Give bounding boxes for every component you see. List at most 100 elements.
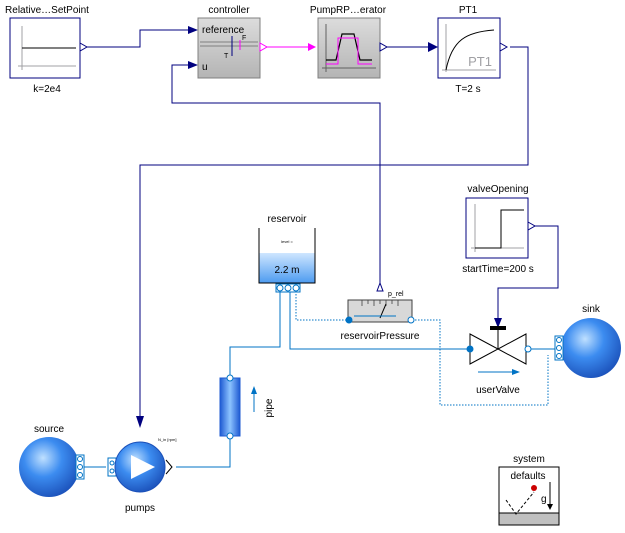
valve-opening-param: startTime=200 s — [462, 264, 534, 275]
controller-frame — [197, 17, 261, 79]
controller-u-arrow — [188, 61, 198, 69]
conn-pipe-reservoir — [229, 291, 281, 378]
controller-f-label: F — [242, 35, 246, 42]
source-name: source — [34, 424, 64, 435]
pumprpm-name: PumpRP…erator — [310, 5, 387, 16]
pumprpm-block[interactable]: PumpRP…erator — [310, 5, 389, 79]
conn-setpoint-controller — [85, 29, 190, 48]
reservoir-port-1[interactable] — [276, 284, 284, 292]
system-trajectory — [505, 491, 535, 515]
source-port-1[interactable] — [77, 456, 83, 462]
conn-pt1-pumps — [139, 46, 529, 418]
controller-u-label: u — [202, 62, 208, 73]
pt1-input-arrow — [428, 42, 438, 52]
valve-actuator — [490, 326, 506, 330]
sink-port-2[interactable] — [556, 345, 562, 351]
valve-opening-output-port[interactable] — [527, 221, 537, 231]
reservoir-port-2[interactable] — [284, 284, 292, 292]
pumps-inlet-port-2[interactable] — [109, 468, 115, 474]
pipe-port-bottom[interactable] — [226, 432, 234, 440]
system-mass-dot — [531, 485, 537, 491]
pt1-inner-label: PT1 — [468, 54, 492, 69]
conn-pumps-pipe — [176, 436, 231, 468]
pt1-frame — [437, 17, 501, 79]
system-name: system — [513, 454, 545, 465]
fluid-connections — [84, 291, 561, 468]
pumps-arrow-icon — [131, 455, 155, 479]
system-block[interactable]: system defaults g — [498, 454, 560, 526]
pipe-name: pipe — [264, 398, 275, 417]
conn-valveopening-valve — [497, 225, 559, 320]
sink-block[interactable]: sink — [554, 304, 621, 378]
pipe-body — [219, 377, 241, 437]
pressure-sensor-output-port[interactable] — [376, 281, 384, 292]
user-valve-block[interactable]: userValve — [466, 326, 532, 396]
source-sphere — [19, 437, 79, 497]
reservoir-port-3[interactable] — [292, 284, 300, 292]
pressure-sensor-name: reservoirPressure — [341, 331, 420, 342]
valve-port-a[interactable] — [466, 345, 474, 353]
valve-body-right — [496, 333, 527, 365]
pt1-curve — [445, 29, 495, 71]
pumps-block[interactable]: N_in [rpm] pumps — [107, 437, 176, 514]
pumps-speed-caption: N_in [rpm] — [158, 437, 176, 442]
conn-reservoir-valve — [289, 291, 470, 350]
system-gravity-arrow — [547, 504, 553, 510]
pumps-input-arrow — [136, 416, 144, 428]
conn-pressure-controller — [171, 64, 381, 283]
pumprpm-frame — [317, 17, 381, 79]
valve-opening-block[interactable]: valveOpening startTime=200 s — [462, 184, 537, 275]
source-port-2[interactable] — [77, 464, 83, 470]
pumps-outlet-port[interactable] — [165, 459, 173, 475]
pumps-name: pumps — [125, 503, 155, 514]
valve-opening-step — [475, 209, 524, 249]
pipe-flow-arrow-head — [251, 386, 257, 394]
pt1-param: T=2 s — [455, 84, 480, 95]
controller-name: controller — [208, 5, 250, 16]
reservoir-block[interactable]: reservoir level = 2.2 m — [258, 214, 316, 293]
pumprpm-profile — [326, 33, 372, 61]
conn-reservoir-pressure — [295, 291, 348, 321]
pumprpm-output-port[interactable] — [379, 42, 389, 52]
sink-port-3[interactable] — [556, 353, 562, 359]
pt1-block[interactable]: PT1 PT1 T=2 s — [437, 5, 509, 95]
valve-port-b[interactable] — [524, 345, 532, 353]
controller-t-label: T — [224, 53, 229, 60]
reservoir-pressure-block[interactable]: p_rel reservoirPressure — [341, 281, 420, 342]
setpoint-output-port[interactable] — [79, 42, 89, 52]
system-ground — [498, 512, 560, 526]
reservoir-tank-walls — [258, 228, 316, 284]
controller-ref-arrow — [188, 26, 198, 34]
valve-flow-arrow-head — [512, 369, 520, 375]
pipe-port-top[interactable] — [226, 374, 234, 382]
signal-connections — [85, 29, 559, 418]
pt1-name: PT1 — [459, 5, 478, 16]
pressure-sensor-port-b[interactable] — [407, 316, 415, 324]
valve-input-arrow — [494, 318, 502, 328]
source-port-3[interactable] — [77, 472, 83, 478]
pumprpm-input-arrow — [308, 43, 316, 51]
pumps-inlet-port-1[interactable] — [109, 460, 115, 466]
system-defaults-label: defaults — [510, 471, 545, 482]
valve-body-left — [469, 333, 500, 365]
pt1-output-port[interactable] — [499, 42, 509, 52]
pressure-connections — [295, 291, 549, 406]
sink-sphere — [561, 318, 621, 378]
controller-ref-label: reference — [202, 25, 245, 36]
source-block[interactable]: source — [19, 424, 85, 497]
reservoir-name: reservoir — [268, 214, 308, 225]
pressure-sensor-port-a[interactable] — [345, 316, 353, 324]
controller-output-port[interactable] — [259, 42, 269, 52]
reservoir-level-caption: level = — [281, 239, 293, 244]
reservoir-level-value: 2.2 m — [274, 265, 299, 276]
sink-port-1[interactable] — [556, 337, 562, 343]
pipe-block[interactable]: pipe — [219, 374, 275, 440]
valve-opening-name: valveOpening — [467, 184, 528, 195]
setpoint-block[interactable]: Relative…SetPoint k=2e4 — [5, 5, 89, 95]
pumprpm-boolean-profile — [326, 37, 372, 65]
system-g-label: g — [541, 494, 547, 505]
conn-pressure-valve — [412, 319, 549, 406]
pressure-sensor-port-label: p_rel — [388, 291, 404, 298]
controller-block[interactable]: controller reference u T F — [197, 5, 269, 79]
